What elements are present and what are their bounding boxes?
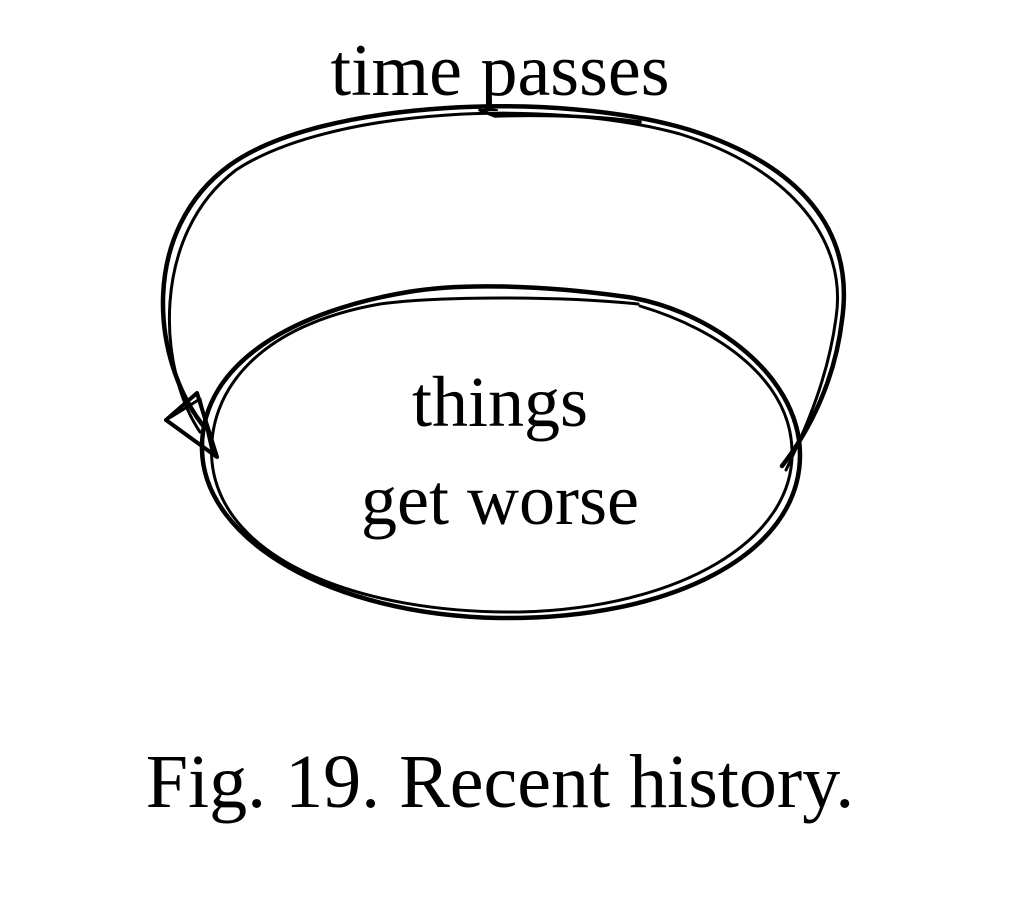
loop-arrowhead [164, 391, 219, 459]
time-passes-label: time passes [330, 30, 670, 112]
get-worse-label: get worse [361, 460, 639, 540]
figure-caption: Fig. 19. Recent history. [145, 740, 855, 824]
things-label: things [411, 362, 589, 442]
outer-loop-arc [160, 104, 847, 472]
inner-ellipse [199, 284, 803, 621]
